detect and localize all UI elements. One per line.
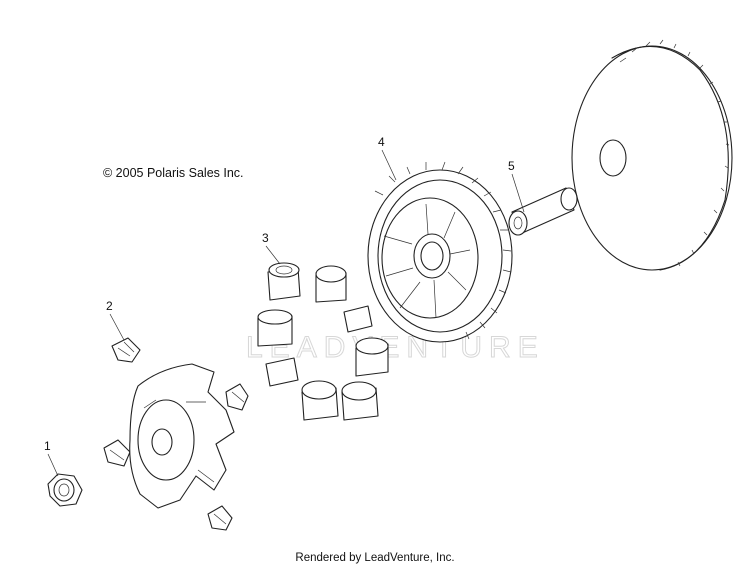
spider-assembly: [367, 161, 513, 343]
copyright-text: © 2005 Polaris Sales Inc.: [103, 166, 244, 180]
roller: [301, 380, 339, 421]
svg-text:4: 4: [378, 135, 385, 149]
svg-text:2: 2: [106, 299, 113, 313]
rollers-group: [257, 262, 389, 421]
callout-1: 1: [44, 439, 59, 477]
roller: [257, 309, 293, 347]
nut: [47, 473, 83, 507]
spider-plate: [129, 363, 235, 509]
callout-5: 5: [508, 159, 525, 213]
callout-2: 2: [106, 299, 125, 341]
roller-pad: [265, 357, 299, 387]
spacer-bushing: [508, 187, 578, 236]
guide-clip: [207, 505, 233, 531]
svg-text:1: 1: [44, 439, 51, 453]
roller-pad: [343, 305, 373, 333]
footer-text: Rendered by LeadVenture, Inc.: [295, 552, 455, 564]
guide-clip: [225, 383, 249, 411]
sheave-plate: [571, 39, 733, 271]
roller: [315, 265, 347, 303]
svg-text:5: 5: [508, 159, 515, 173]
roller: [355, 337, 389, 377]
roller: [341, 381, 379, 421]
roller: [267, 262, 301, 301]
guide-clip: [111, 337, 141, 363]
guide-clip: [103, 439, 131, 467]
callout-3: 3: [262, 231, 281, 265]
callout-4: 4: [378, 135, 397, 181]
svg-text:3: 3: [262, 231, 269, 245]
